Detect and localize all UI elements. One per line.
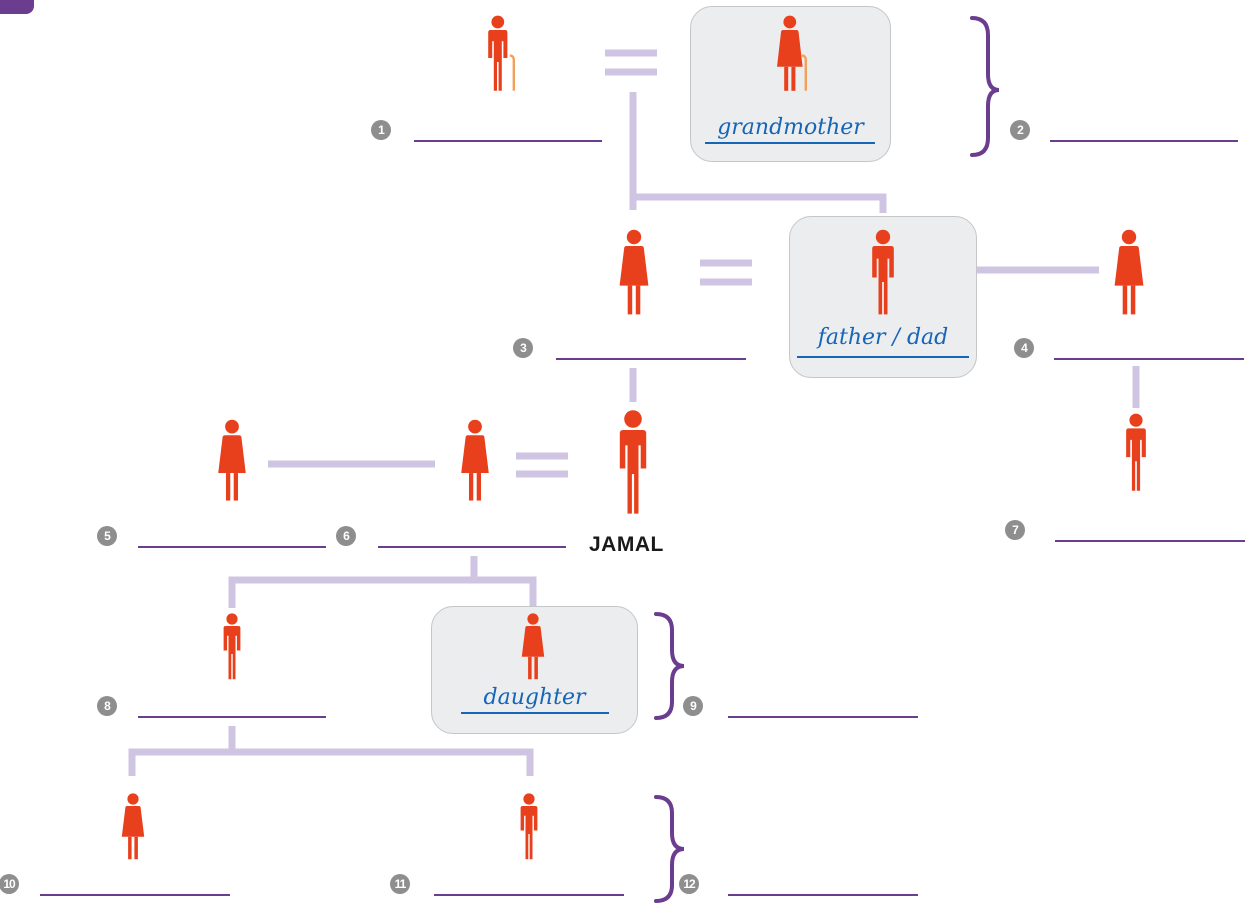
grandson-figure [513,792,545,862]
number-marker-10: 10 [0,874,19,894]
boy-icon [215,612,249,682]
answer-blank-3[interactable] [556,358,746,360]
number-marker-3: 3 [513,338,533,358]
granddaughter-figure [117,792,149,862]
number-marker-6: 6 [336,526,356,546]
son-figure [215,612,249,682]
number-marker-12: 12 [679,874,699,894]
daughter-figure [516,612,550,682]
grandmother-figure [770,14,816,94]
number-marker-5: 5 [97,526,117,546]
brace [654,795,685,903]
number-marker-7: 7 [1005,520,1025,540]
number-marker-1: 1 [371,120,391,140]
answer-blank-11[interactable] [434,894,624,896]
answer-blank-12[interactable] [728,894,918,896]
answer-blank-9[interactable] [728,716,918,718]
aunt-figure [1108,228,1150,318]
connector-line [228,576,537,608]
answer-blank-6[interactable] [378,546,566,548]
grandfather-figure [478,14,524,94]
example-underline [461,712,609,714]
girl-icon [516,612,550,682]
brace [970,16,1000,157]
old-woman-icon [770,14,816,94]
answer-blank-1[interactable] [414,140,602,142]
answer-blank-8[interactable] [138,716,326,718]
number-marker-8: 8 [97,696,117,716]
mother-figure [613,228,655,318]
father-figure [862,228,904,318]
wife-figure [455,418,495,504]
woman-icon [455,418,495,504]
cousin-figure [1117,412,1155,494]
answer-blank-10[interactable] [40,894,230,896]
number-marker-4: 4 [1014,338,1034,358]
connector-line [128,748,534,776]
connector-line [633,193,887,213]
answer-blank-2[interactable] [1050,140,1238,142]
brace [654,612,685,720]
answer-blank-7[interactable] [1055,540,1245,542]
center-person-label: JAMAL [589,533,664,556]
number-marker-2: 2 [1010,120,1030,140]
answer-blank-4[interactable] [1054,358,1244,360]
corner-tab [0,0,34,14]
answer-grandmother: grandmother [717,115,864,140]
ex-wife-figure [212,418,252,504]
example-underline [705,142,875,144]
man-icon [1117,412,1155,494]
jamal-figure [608,408,658,518]
man-icon [608,408,658,518]
woman-icon [613,228,655,318]
old-man-icon [478,14,524,94]
number-marker-11: 11 [390,874,410,894]
boy-icon [513,792,545,862]
number-marker-9: 9 [683,696,703,716]
answer-daughter: daughter [483,685,586,710]
answer-blank-5[interactable] [138,546,326,548]
woman-icon [212,418,252,504]
example-underline [797,356,969,358]
answer-father-dad: father / dad [817,325,949,350]
man-icon [862,228,904,318]
woman-icon [1108,228,1150,318]
girl-icon [117,792,149,862]
